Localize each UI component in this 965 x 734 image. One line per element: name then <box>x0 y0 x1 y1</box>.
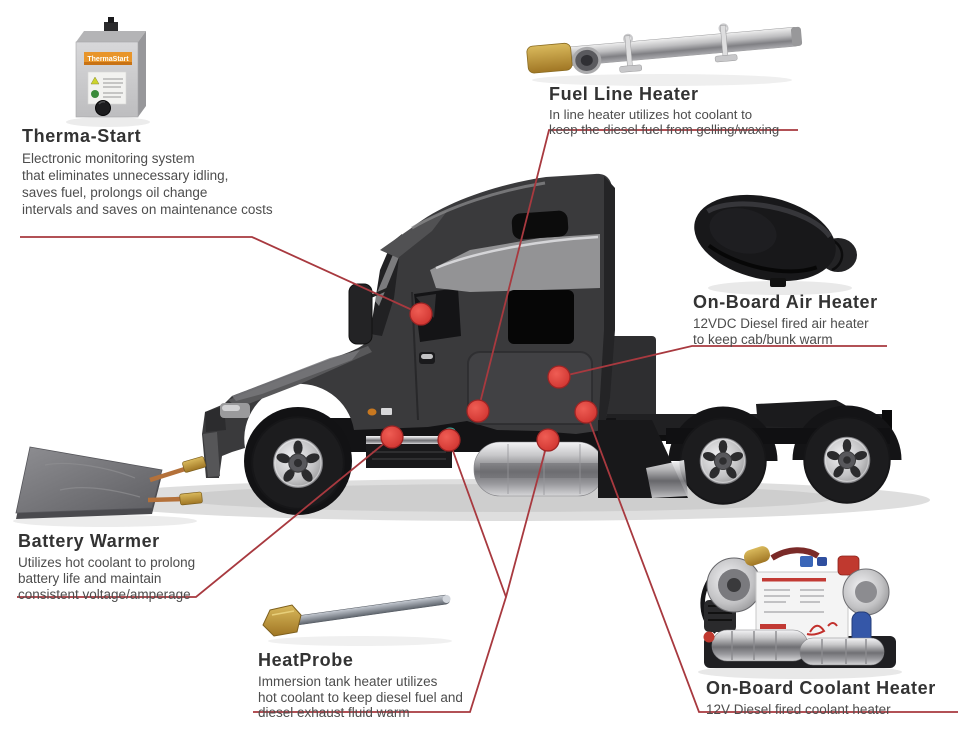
callout-line-heatprobe <box>253 439 507 713</box>
hood <box>205 346 372 432</box>
rear-fairing <box>598 420 688 498</box>
callout-dot-battery-warmer <box>380 425 404 449</box>
callout-text-line: keep the diesel fuel from gelling/waxing <box>549 121 780 137</box>
product-photo-air-heater <box>694 194 857 295</box>
callout-text-line: that eliminates unnecessary idling, <box>22 168 229 183</box>
callout-text-line: battery life and maintain <box>18 571 162 586</box>
tube-clamp <box>619 33 642 73</box>
callout-text-line: intervals and saves on maintenance costs <box>22 202 273 217</box>
callout-dot-fuel-line-heater <box>466 399 490 423</box>
callout-text-line: Electronic monitoring system <box>22 151 195 166</box>
callout-dot-coolant-heater <box>574 400 598 424</box>
callout-text-line: diesel exhaust fluid warm <box>258 705 410 720</box>
callout-lines <box>17 129 958 713</box>
callout-text-line: to keep cab/bunk warm <box>693 332 833 347</box>
callout-text-line: Utilizes hot coolant to prolong <box>18 555 196 570</box>
sleeper-upper-vent <box>511 210 569 240</box>
windshield <box>370 181 546 336</box>
callout-dot-heatprobe-1 <box>437 428 461 452</box>
product-photo-therma-start: ThermaStart <box>66 17 150 127</box>
callout-text-line: 12VDC Diesel fired air heater <box>693 316 869 331</box>
callout-coolant-heater: On-Board Coolant Heater 12V Diesel fired… <box>706 678 936 717</box>
callout-title: Therma-Start <box>22 126 142 146</box>
amber-marker-light <box>367 408 377 416</box>
callout-line-fuel-line-heater <box>477 129 798 412</box>
fuel-tank <box>473 441 605 497</box>
warning-label <box>87 71 127 105</box>
callout-battery-warmer: Battery Warmer Utilizes hot coolant to p… <box>18 531 195 603</box>
callout-dot-air-heater <box>547 365 571 389</box>
callout-title: Battery Warmer <box>18 531 160 551</box>
callout-dot-heatprobe-2 <box>536 428 560 452</box>
callout-text-line: In line heater utilizes hot coolant to <box>549 107 753 122</box>
callout-line-heatprobe-branch <box>505 439 549 598</box>
front-bumper <box>203 403 250 477</box>
callout-dots <box>380 302 598 452</box>
product-photo-heatprobe <box>262 594 452 646</box>
callout-text-line: hot coolant to keep diesel fuel and <box>258 689 463 705</box>
callout-fuel-line-heater: Fuel Line Heater In line heater utilizes… <box>549 84 779 138</box>
product-photo-fuel-line-heater <box>526 23 803 86</box>
callout-title: On-Board Coolant Heater <box>706 678 936 698</box>
front-wheel <box>250 415 346 511</box>
callout-dot-therma-start <box>409 302 433 326</box>
sleeper-window <box>508 290 574 344</box>
callout-text-line: consistent voltage/amperage <box>18 587 191 602</box>
callout-line-coolant-heater <box>585 411 958 713</box>
box-knob <box>95 100 111 116</box>
callout-text-line: saves fuel, prolongs oil change <box>22 185 208 200</box>
callout-title: Fuel Line Heater <box>549 84 699 104</box>
thermastart-label <box>84 52 132 65</box>
callout-therma-start: Therma-Start Electronic monitoring syste… <box>22 126 273 218</box>
callout-line-therma-start <box>20 236 422 315</box>
callout-text-line: Immersion tank heater utilizes <box>258 674 438 689</box>
product-photo-battery-warmer <box>13 446 207 527</box>
callout-line-air-heater <box>558 345 887 378</box>
callout-air-heater: On-Board Air Heater 12VDC Diesel fired a… <box>693 292 878 348</box>
tube-clamp <box>714 23 738 63</box>
rear-wheel-front <box>678 416 768 506</box>
white-marker <box>381 408 392 415</box>
callout-title: HeatProbe <box>258 650 354 670</box>
rear-wheel-back <box>802 415 892 505</box>
callout-title: On-Board Air Heater <box>693 292 878 312</box>
callout-text-line: 12V Diesel fired coolant heater <box>706 702 891 717</box>
thermastart-label-text: ThermaStart <box>87 56 129 63</box>
product-photo-coolant-heater <box>698 546 902 679</box>
side-mirror <box>348 283 391 345</box>
callout-line-battery-warmer <box>17 436 393 598</box>
callout-heatprobe: HeatProbe Immersion tank heater utilizes… <box>258 650 463 721</box>
door-handle <box>419 352 435 364</box>
